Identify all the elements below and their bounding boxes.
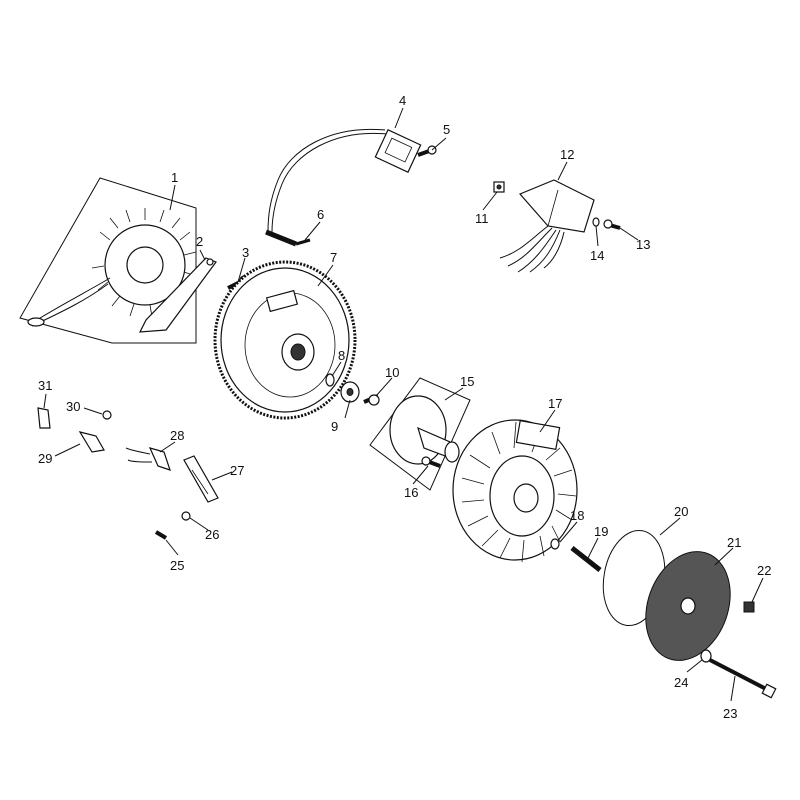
callout-2: 2 xyxy=(196,234,203,249)
washer-24[interactable] xyxy=(700,649,712,663)
washer-9[interactable] xyxy=(340,381,360,403)
screw-16[interactable] xyxy=(421,456,441,468)
spark-plug[interactable] xyxy=(265,229,311,247)
callout-17: 17 xyxy=(548,396,562,411)
callout-20: 20 xyxy=(674,504,688,519)
callout-23: 23 xyxy=(723,706,737,721)
callout-16: 16 xyxy=(404,485,418,500)
cooling-fan[interactable] xyxy=(452,419,578,563)
callout-28: 28 xyxy=(170,428,184,443)
screw-5[interactable] xyxy=(417,145,437,157)
hub-assembly[interactable] xyxy=(369,377,471,491)
screw-10[interactable] xyxy=(363,394,380,406)
callout-labels: 1 2 3 4 5 6 7 8 9 10 11 12 13 14 15 16 1… xyxy=(38,93,771,721)
callout-19: 19 xyxy=(594,524,608,539)
stator-bracket[interactable] xyxy=(138,257,217,333)
callout-26: 26 xyxy=(205,527,219,542)
leader-lines xyxy=(43,107,764,702)
callout-7: 7 xyxy=(330,250,337,265)
callout-11: 11 xyxy=(475,211,489,226)
long-bolt[interactable] xyxy=(709,658,777,699)
callout-10: 10 xyxy=(385,365,399,380)
screw-13[interactable] xyxy=(603,219,621,230)
nut-22[interactable] xyxy=(743,601,755,613)
callout-22: 22 xyxy=(757,563,771,578)
washer-14[interactable] xyxy=(592,217,600,227)
mounting-plate[interactable] xyxy=(183,455,219,503)
clamp-29[interactable] xyxy=(78,431,105,453)
screw-25[interactable] xyxy=(154,530,168,540)
nut-26[interactable] xyxy=(181,511,191,521)
callout-4: 4 xyxy=(399,93,406,108)
callout-30: 30 xyxy=(66,399,80,414)
spacer-pin[interactable] xyxy=(570,546,602,572)
callout-3: 3 xyxy=(242,245,249,260)
washer-18[interactable] xyxy=(550,538,560,550)
callout-13: 13 xyxy=(636,237,650,252)
callout-31: 31 xyxy=(38,378,52,393)
callout-1: 1 xyxy=(171,170,178,185)
callout-15: 15 xyxy=(460,374,474,389)
callout-9: 9 xyxy=(331,419,338,434)
wire-clip[interactable] xyxy=(125,447,171,471)
stator-assembly[interactable] xyxy=(19,177,197,344)
regulator-rectifier[interactable] xyxy=(499,179,595,273)
callout-29: 29 xyxy=(38,451,52,466)
flywheel[interactable] xyxy=(213,260,357,420)
callout-5: 5 xyxy=(443,122,450,137)
callout-21: 21 xyxy=(727,535,741,550)
callout-6: 6 xyxy=(317,207,324,222)
callout-18: 18 xyxy=(570,508,584,523)
washer-30[interactable] xyxy=(102,410,112,420)
callout-27: 27 xyxy=(230,463,244,478)
rotating-screen[interactable] xyxy=(631,540,744,673)
callout-8: 8 xyxy=(338,348,345,363)
callout-25: 25 xyxy=(170,558,184,573)
ignition-module[interactable] xyxy=(267,128,422,233)
callout-12: 12 xyxy=(560,147,574,162)
nut-11[interactable] xyxy=(493,181,505,193)
callout-14: 14 xyxy=(590,248,604,263)
clamp-31[interactable] xyxy=(37,407,51,429)
woodruff-key[interactable] xyxy=(325,373,335,387)
callout-24: 24 xyxy=(674,675,688,690)
